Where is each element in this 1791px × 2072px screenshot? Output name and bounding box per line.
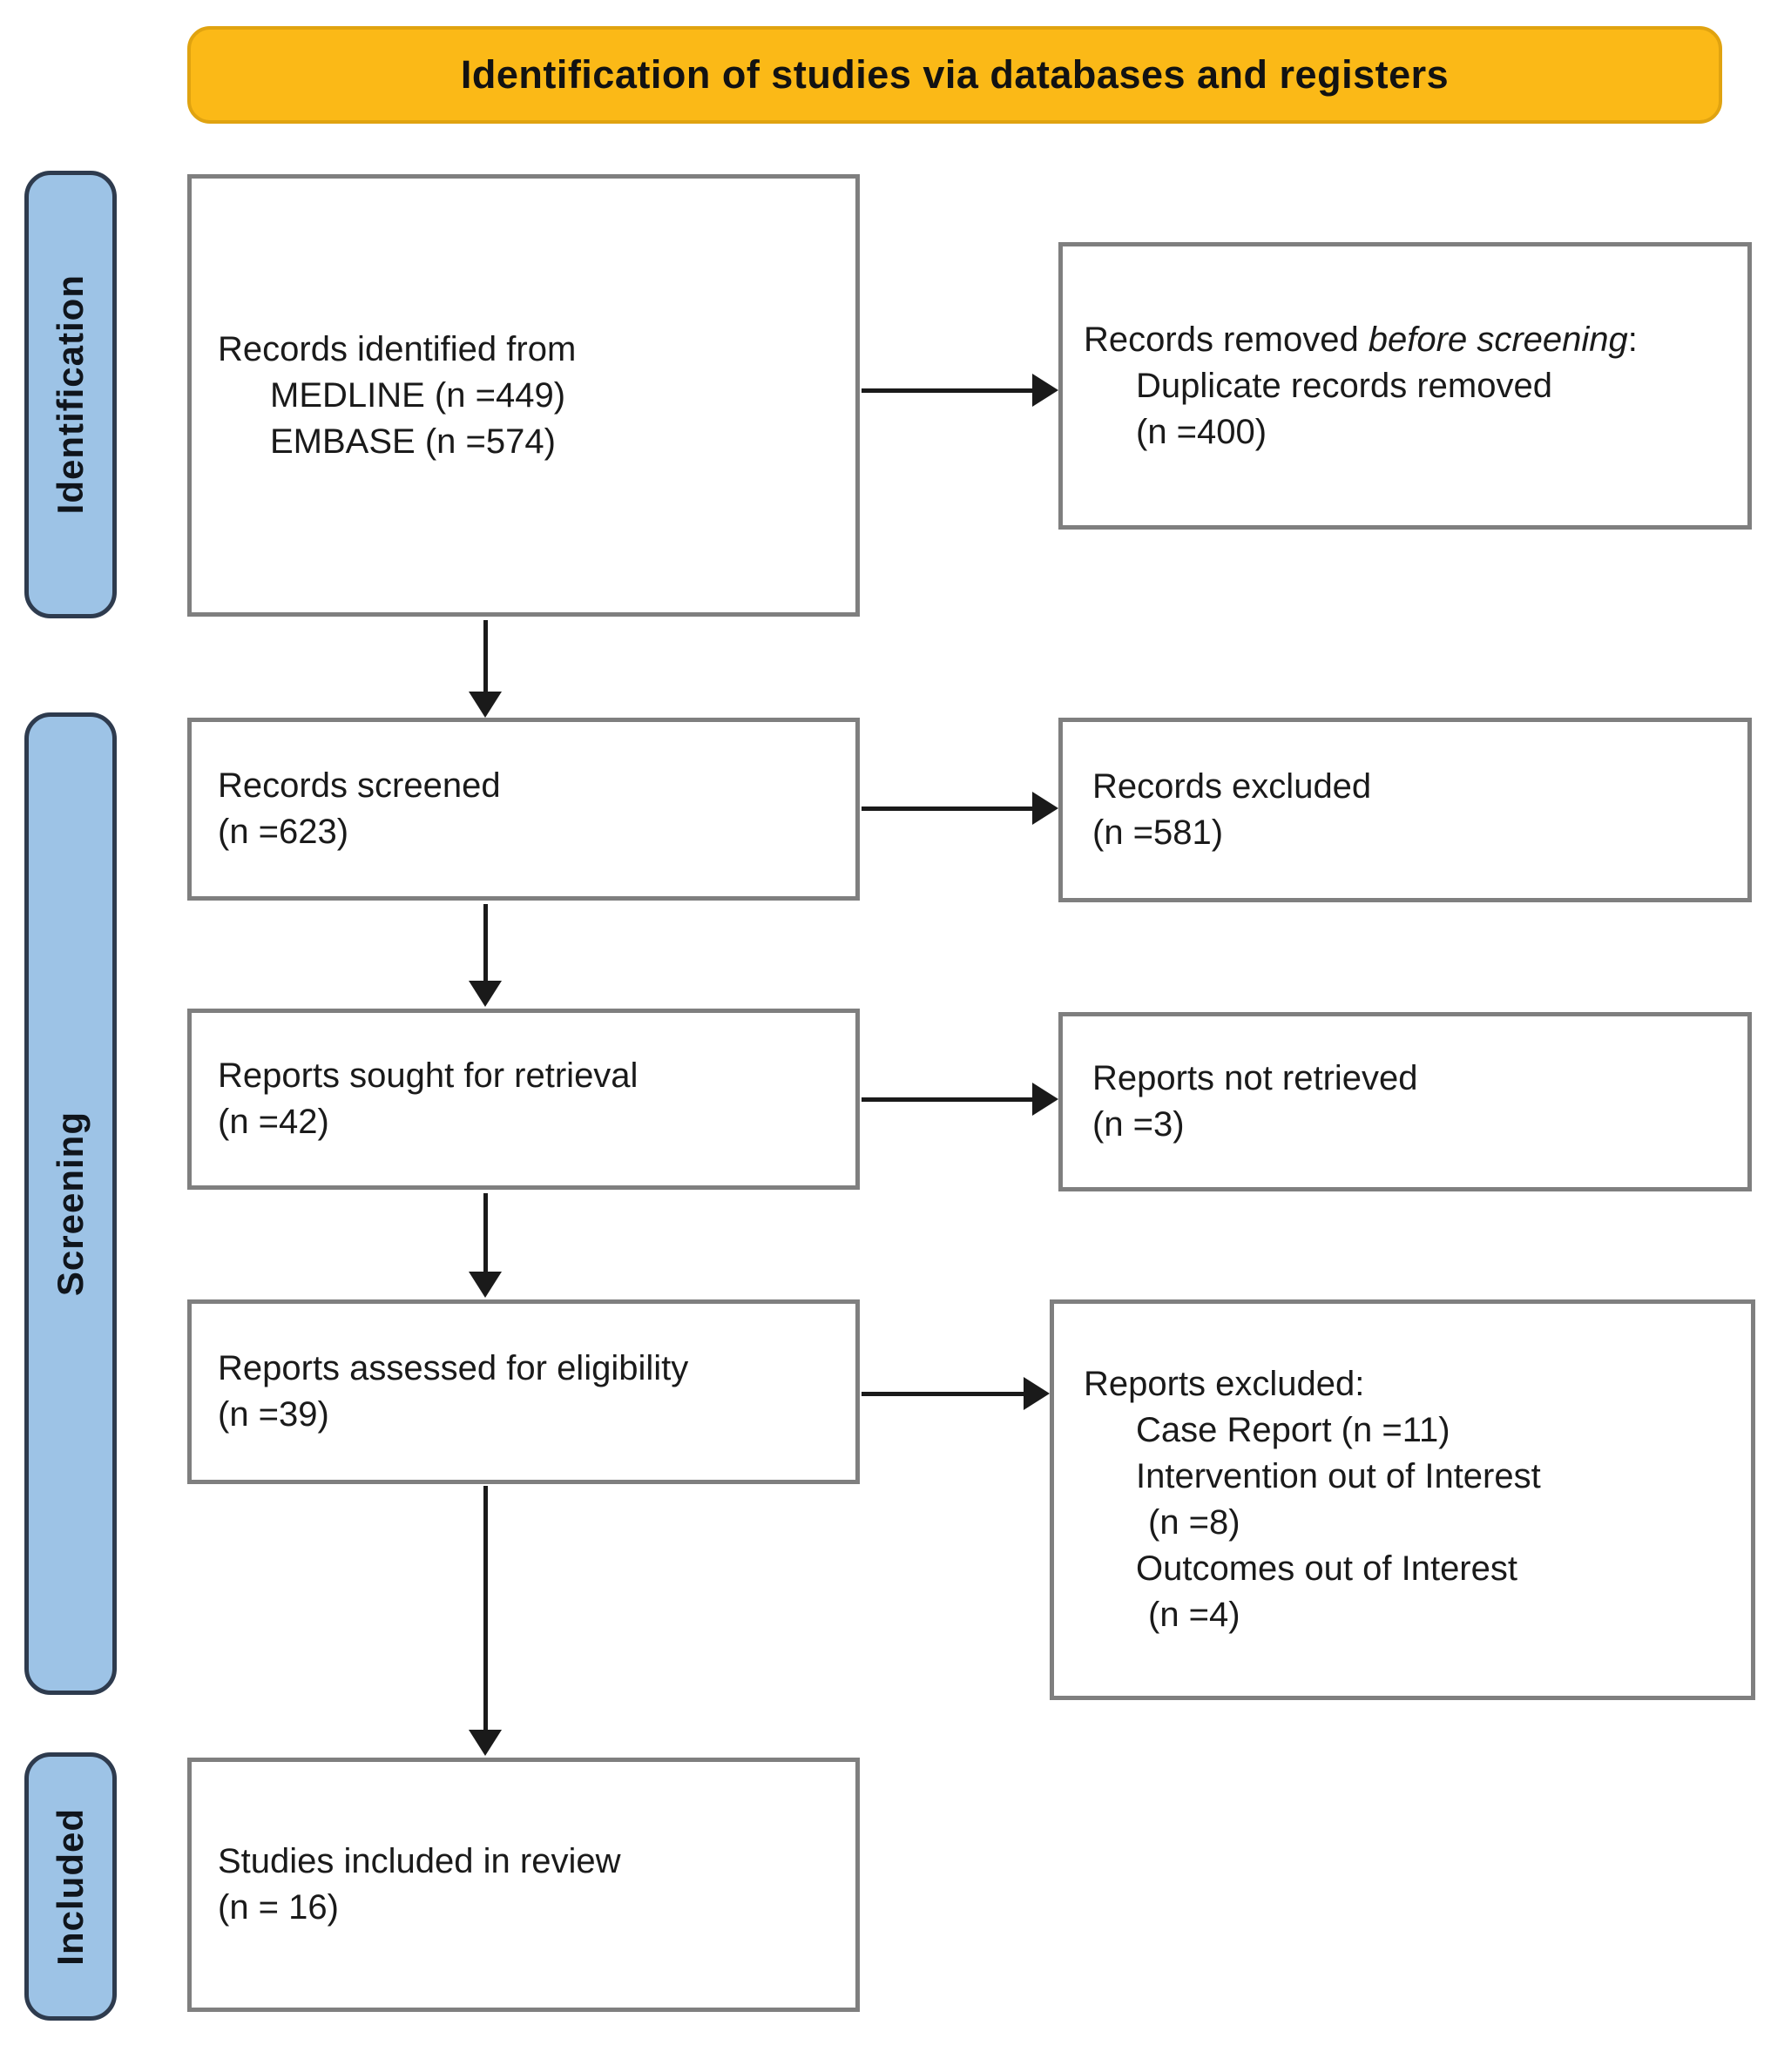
reports-excluded-outcomes: Outcomes out of Interest	[1136, 1549, 1517, 1588]
title-banner-label: Identification of studies via databases …	[460, 52, 1450, 97]
stage-label-included: Included	[50, 1807, 91, 1966]
reports-assessed-count: (n =39)	[218, 1395, 329, 1434]
arrow-assessed-to-excluded-line	[862, 1392, 1024, 1396]
box-studies-included: Studies included in review (n = 16)	[187, 1758, 860, 2012]
studies-included-line: Studies included in review	[218, 1842, 621, 1880]
box-reports-sought: Reports sought for retrieval (n =42)	[187, 1009, 860, 1190]
reports-not-retrieved-count: (n =3)	[1092, 1105, 1185, 1144]
arrow-sought-to-assessed-line	[483, 1193, 488, 1272]
reports-excluded-outcomes-count: (n =4)	[1148, 1596, 1240, 1634]
box-records-screened: Records screened (n =623)	[187, 718, 860, 901]
arrow-screened-to-excluded-head	[1032, 792, 1058, 825]
reports-not-retrieved-line: Reports not retrieved	[1092, 1059, 1418, 1097]
records-identified-title: Records identified from	[218, 329, 577, 368]
arrow-identified-to-removed-line	[862, 388, 1032, 393]
arrow-screened-to-sought-line	[483, 904, 488, 981]
arrow-screened-to-excluded-line	[862, 807, 1032, 811]
stage-bar-screening: Screening	[24, 712, 117, 1695]
records-removed-emphasis: before screening	[1368, 320, 1628, 359]
arrow-identified-to-screened-line	[483, 620, 488, 692]
stage-label-screening: Screening	[50, 1110, 91, 1297]
title-banner: Identification of studies via databases …	[187, 26, 1722, 124]
box-reports-excluded: Reports excluded: Case Report (n =11) In…	[1050, 1299, 1755, 1700]
arrow-screened-to-sought-head	[469, 981, 502, 1007]
arrow-sought-to-notretrieved-line	[862, 1097, 1032, 1102]
box-records-removed: Records removed before screening: Duplic…	[1058, 242, 1752, 530]
reports-excluded-intervention: Intervention out of Interest	[1136, 1457, 1541, 1495]
records-screened-line: Records screened	[218, 766, 501, 805]
box-records-identified: Records identified from MEDLINE (n =449)…	[187, 174, 860, 617]
reports-excluded-title: Reports excluded:	[1084, 1365, 1365, 1403]
arrow-assessed-to-excluded-head	[1024, 1377, 1050, 1410]
arrow-assessed-to-included-line	[483, 1486, 488, 1730]
reports-excluded-case-report: Case Report (n =11)	[1136, 1411, 1450, 1449]
duplicates-removed-count: (n =400)	[1136, 412, 1267, 451]
arrow-identified-to-screened-head	[469, 692, 502, 718]
reports-assessed-line: Reports assessed for eligibility	[218, 1349, 689, 1387]
records-removed-title: Records removed before screening:	[1084, 317, 1734, 363]
duplicates-removed-line: Duplicate records removed	[1136, 366, 1552, 405]
records-excluded-count: (n =581)	[1092, 813, 1224, 852]
records-removed-suffix: :	[1627, 320, 1638, 359]
stage-bar-identification: Identification	[24, 171, 117, 618]
studies-included-count: (n = 16)	[218, 1888, 339, 1927]
records-identified-embase: EMBASE (n =574)	[270, 422, 556, 461]
box-reports-assessed: Reports assessed for eligibility (n =39)	[187, 1299, 860, 1484]
records-removed-prefix: Records removed	[1084, 320, 1369, 359]
reports-sought-count: (n =42)	[218, 1103, 329, 1141]
arrow-sought-to-assessed-head	[469, 1272, 502, 1298]
box-reports-not-retrieved: Reports not retrieved (n =3)	[1058, 1012, 1752, 1191]
records-identified-medline: MEDLINE (n =449)	[270, 375, 566, 415]
records-excluded-line: Records excluded	[1092, 767, 1372, 806]
arrow-identified-to-removed-head	[1032, 374, 1058, 407]
stage-bar-included: Included	[24, 1752, 117, 2021]
reports-excluded-intervention-count: (n =8)	[1148, 1503, 1240, 1542]
reports-sought-line: Reports sought for retrieval	[218, 1056, 639, 1095]
records-screened-count: (n =623)	[218, 813, 349, 851]
arrow-assessed-to-included-head	[469, 1730, 502, 1756]
box-records-excluded: Records excluded (n =581)	[1058, 718, 1752, 902]
stage-label-identification: Identification	[50, 274, 91, 515]
arrow-sought-to-notretrieved-head	[1032, 1083, 1058, 1116]
